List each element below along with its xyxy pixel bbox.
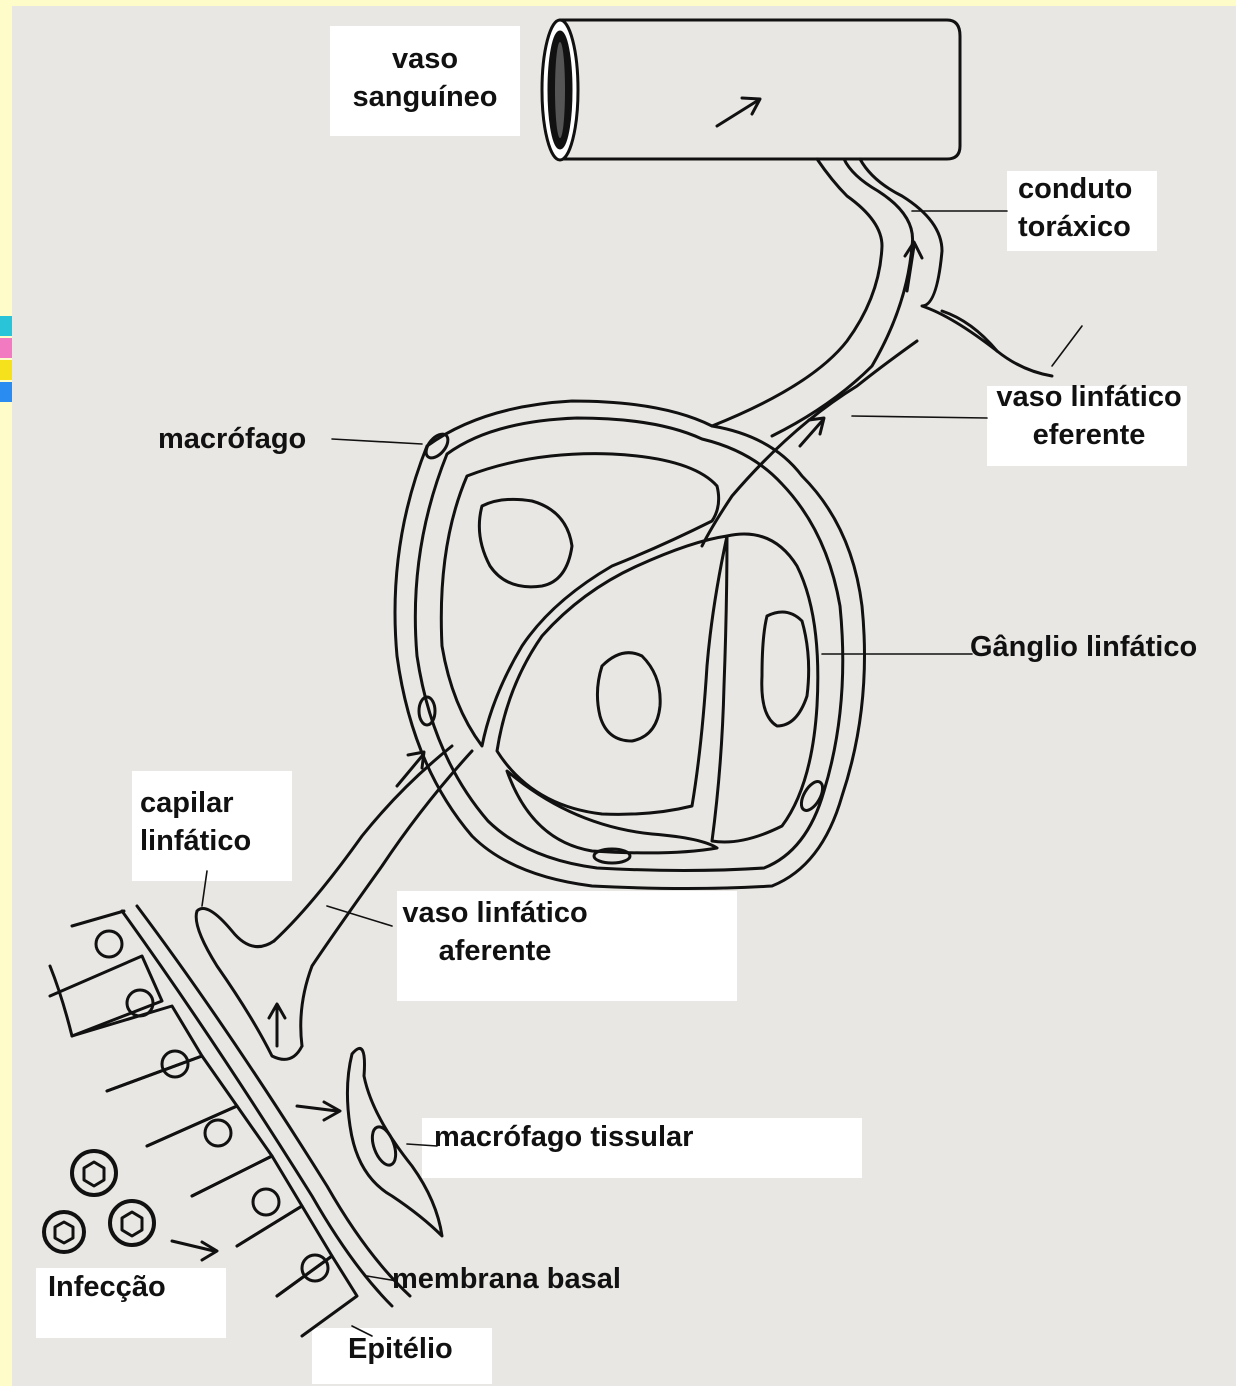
tissue-macrophage	[347, 1048, 442, 1236]
label-blood-vessel: vaso sanguíneo	[330, 40, 520, 116]
label-epithelium: Epitélio	[348, 1330, 453, 1368]
efferent-lymphatic-vessel	[702, 311, 997, 546]
label-efferent-line-2: eferente	[984, 416, 1194, 454]
diagram-page: vaso sanguíneo conduto toráxico vaso lin…	[12, 6, 1236, 1386]
label-capillary-line-1: capilar	[140, 784, 251, 822]
label-thoracic-duct: conduto toráxico	[1018, 170, 1132, 246]
lymph-node	[395, 401, 865, 889]
accent-strip-pink	[0, 338, 12, 358]
blood-vessel	[542, 20, 960, 160]
label-blood-vessel-line-1: vaso	[330, 40, 520, 78]
label-basal-membrane: membrana basal	[392, 1260, 621, 1298]
label-afferent-lymphatic-vessel: vaso linfático aferente	[390, 894, 600, 970]
label-thoracic-duct-line-2: toráxico	[1018, 208, 1132, 246]
label-afferent-line-2: aferente	[390, 932, 600, 970]
accent-strip-blue	[0, 382, 12, 402]
label-efferent-line-1: vaso linfático	[984, 378, 1194, 416]
label-capillary-line-2: linfático	[140, 822, 251, 860]
label-lymphatic-capillary: capilar linfático	[140, 784, 251, 860]
label-thoracic-duct-line-1: conduto	[1018, 170, 1132, 208]
label-leader-lines	[202, 211, 1082, 1336]
label-infection: Infecção	[48, 1268, 166, 1306]
label-afferent-line-1: vaso linfático	[390, 894, 600, 932]
label-tissue-macrophage: macrófago tissular	[434, 1118, 693, 1156]
label-lymph-node: Gânglio linfático	[970, 628, 1197, 666]
infection-viruses	[44, 1151, 154, 1252]
label-blood-vessel-line-2: sanguíneo	[330, 78, 520, 116]
accent-strip-cyan	[0, 316, 12, 336]
accent-strip-yellow	[0, 360, 12, 380]
label-efferent-lymphatic-vessel: vaso linfático eferente	[984, 378, 1194, 454]
label-macrophage: macrófago	[158, 420, 306, 458]
